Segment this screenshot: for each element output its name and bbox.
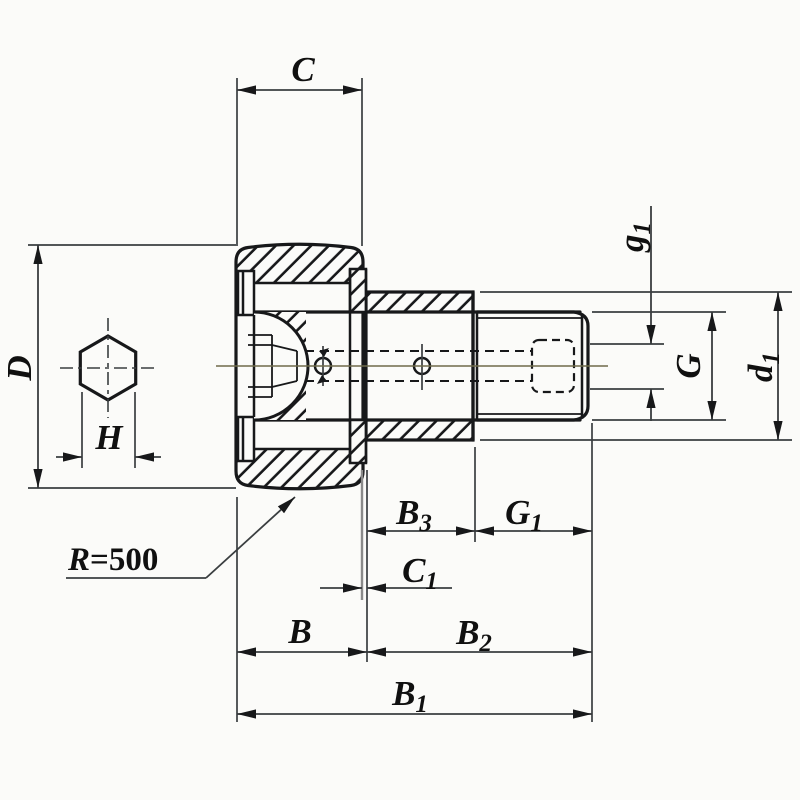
outer-ring-hatch-top <box>236 244 363 283</box>
outer-ring-hatch-bottom <box>236 449 363 489</box>
cylinder-hatch-bottom <box>366 420 473 440</box>
label-C: C <box>291 50 315 89</box>
label-B3: B3 <box>395 493 432 537</box>
flange-top <box>348 267 368 314</box>
label-B1: B1 <box>391 674 428 718</box>
socket-chamfer <box>271 344 298 352</box>
outer-ring <box>234 242 365 491</box>
label-C1: C1 <box>402 551 438 595</box>
label-R500: R=500 <box>67 542 158 578</box>
label-B2: B2 <box>455 613 492 657</box>
label-H: H <box>94 418 124 457</box>
label-g1: g1 <box>612 222 656 253</box>
label-d1: d1 <box>741 352 785 382</box>
grease-hole-flag-top <box>319 348 329 357</box>
label-D: D <box>0 355 39 381</box>
hidden-lines <box>305 350 532 382</box>
radius-leader <box>205 496 296 579</box>
dimension-labels: C D H R=500 B B2 B1 B3 G1 C1 g1 G d1 <box>0 50 785 718</box>
hex-socket-profile <box>248 334 298 398</box>
socket-chamfer <box>271 380 298 388</box>
washer-top <box>236 269 256 317</box>
extension-lines <box>28 78 792 722</box>
hex-socket-symbol <box>60 318 156 418</box>
label-B: B <box>287 612 311 651</box>
grease-hole-flag-bottom <box>317 375 327 384</box>
dimension-lines <box>33 85 783 719</box>
outer-ring-hatch <box>236 244 363 489</box>
label-G1: G1 <box>505 493 543 537</box>
side-washers <box>236 269 256 463</box>
stud-cylinder <box>364 290 479 442</box>
cylinder-hatch-top <box>366 292 473 312</box>
radius-callout <box>66 496 296 579</box>
label-G: G <box>669 353 708 378</box>
washer-bottom <box>236 415 256 463</box>
flange-bottom <box>348 418 368 465</box>
